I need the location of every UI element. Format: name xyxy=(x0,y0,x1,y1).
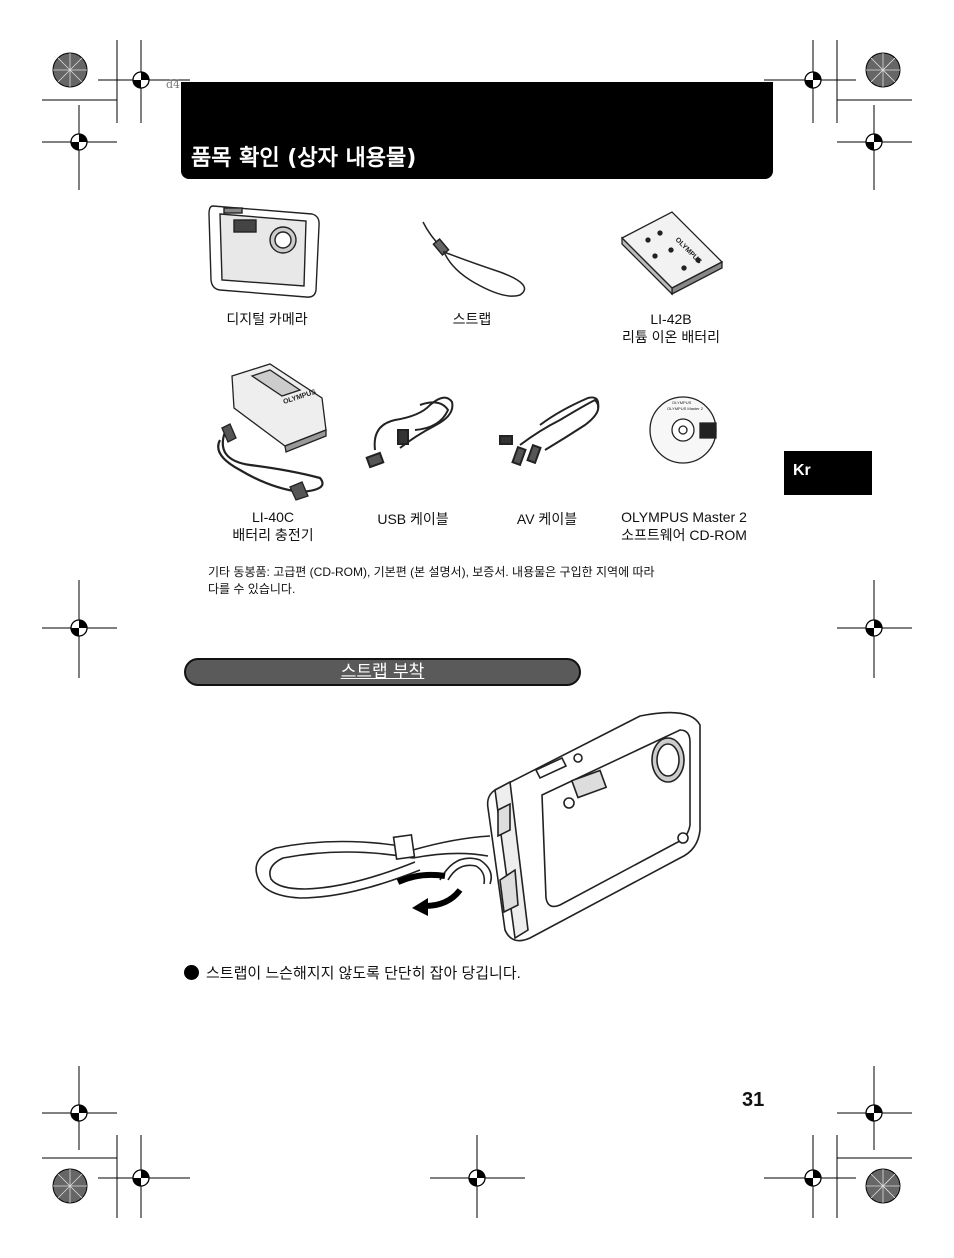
section-heading-pill xyxy=(184,658,581,686)
instruction-text: 스트랩이 느슨해지지 않도록 단단히 잡아 당깁니다. xyxy=(206,965,521,982)
item-label-av-cable: AV 케이블 xyxy=(516,511,578,527)
language-tab xyxy=(784,451,872,495)
page-title: 품목 확인 (상자 내용물) xyxy=(191,146,417,171)
bullet-icon xyxy=(184,965,199,980)
item-label-battery: LI-42B 리튬 이온 배터리 xyxy=(622,311,720,345)
item-label-software: OLYMPUS Master 2 소프트웨어 CD-ROM xyxy=(621,509,747,543)
item-label-strap: 스트랩 xyxy=(452,311,492,327)
item-label-charger: LI-40C 배터리 충전기 xyxy=(232,509,314,543)
language-tab-label: Kr xyxy=(793,462,811,479)
file-stamp: d4 xyxy=(166,78,181,91)
section-title: 스트랩 부착 xyxy=(340,662,425,682)
header-bar xyxy=(181,82,773,179)
starburst-marks xyxy=(52,52,901,1204)
item-label-usb-cable: USB 케이블 xyxy=(377,511,449,527)
contents-note: 기타 동봉품: 고급편 (CD-ROM), 기본편 (본 설명서), 보증서. … xyxy=(208,565,655,596)
page-number: 31 xyxy=(742,1089,765,1111)
item-label-camera: 디지털 카메라 xyxy=(226,311,308,327)
